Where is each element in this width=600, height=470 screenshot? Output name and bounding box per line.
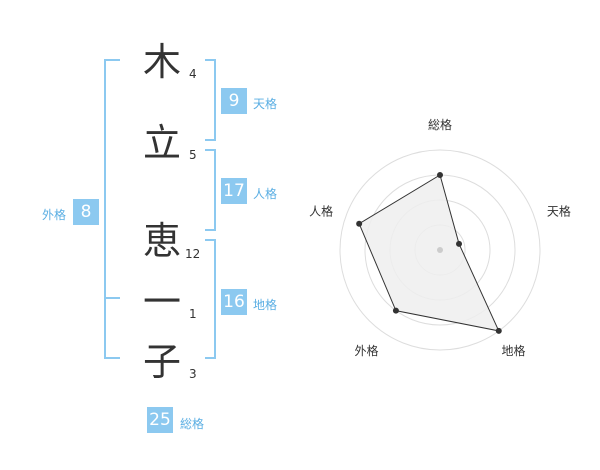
jinkaku-label: 人格 (253, 187, 278, 201)
gaikaku-bracket (104, 59, 120, 359)
gaikaku-value-badge: 8 (73, 199, 99, 225)
radar-axis-label-4: 人格 (309, 203, 333, 218)
radar-point-0 (437, 172, 443, 178)
gaikaku-label: 外格 (42, 208, 67, 222)
stroke-count-3: 12 (185, 247, 201, 261)
soukaku-label: 総格 (180, 417, 205, 431)
chikaku-bracket (205, 239, 216, 359)
stroke-count-1: 4 (189, 67, 197, 81)
stroke-count-4: 1 (189, 307, 197, 321)
name-char-2: 立 (143, 121, 182, 165)
stroke-count-2: 5 (189, 148, 197, 162)
stroke-count-5: 3 (189, 367, 197, 381)
name-char-4: 一 (143, 280, 182, 324)
radar-point-3 (392, 307, 399, 314)
name-char-1: 木 (143, 40, 182, 84)
radar-point-4 (356, 220, 363, 227)
radar-axis-label-0: 総格 (428, 117, 452, 132)
radar-point-1 (456, 240, 463, 247)
radar-data-polygon (358, 174, 500, 332)
jinkaku-bracket (205, 149, 216, 231)
tenkaku-value-badge: 9 (221, 88, 247, 114)
radar-axis-label-3: 外格 (355, 343, 379, 358)
chikaku-value-badge: 16 (221, 289, 247, 315)
name-char-5: 子 (143, 340, 182, 384)
radar-ring-4 (339, 149, 541, 351)
radar-point-2 (495, 327, 502, 334)
tenkaku-bracket (205, 59, 216, 141)
radar-axis-label-1: 天格 (547, 203, 571, 218)
tenkaku-label: 天格 (253, 97, 278, 111)
jinkaku-value-badge: 17 (221, 178, 247, 204)
chikaku-label: 地格 (253, 298, 278, 312)
name-char-3: 恵 (143, 219, 182, 263)
radar-axis-label-2: 地格 (501, 343, 525, 358)
radar-center-point (437, 247, 443, 253)
soukaku-value-badge: 25 (147, 407, 173, 433)
